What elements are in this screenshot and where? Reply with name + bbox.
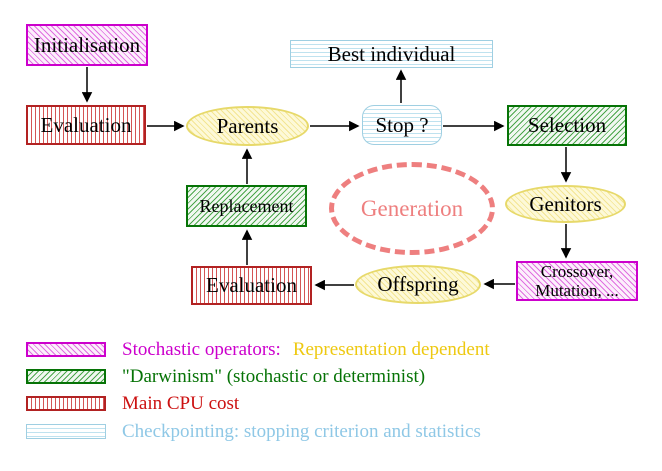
node-crossover-mutation: Crossover, Mutation, ... [516, 261, 638, 301]
evaluation-top-label: Evaluation [40, 112, 132, 137]
evaluation-bottom-label: Evaluation [206, 273, 297, 297]
legend-row-checkpointing: Checkpointing: stopping criterion and st… [26, 420, 490, 442]
best-individual-label: Best individual [327, 41, 456, 66]
offspring-label: Offspring [377, 272, 459, 296]
node-genitors: Genitors [505, 185, 626, 223]
node-stop: Stop ? [362, 105, 442, 145]
legend: Stochastic operators: Representation dep… [26, 338, 490, 449]
generation-label: Generation [360, 195, 464, 221]
node-best-individual: Best individual [290, 40, 493, 68]
node-initialisation: Initialisation [26, 24, 148, 66]
legend-swatch-cyan-stripes-icon [26, 424, 106, 439]
node-offspring: Offspring [355, 265, 481, 304]
node-evaluation-bottom: Evaluation [191, 266, 312, 305]
legend-swatch-red-stripes-icon [26, 396, 106, 411]
parents-label: Parents [216, 113, 279, 138]
selection-label: Selection [527, 113, 607, 137]
crossover-label-line2: Mutation, ... [535, 281, 619, 300]
genitors-label: Genitors [529, 191, 602, 216]
legend-cpu-cost-label: Main CPU cost [122, 392, 240, 414]
legend-row-stochastic: Stochastic operators: Representation dep… [26, 338, 490, 360]
legend-stochastic-label: Stochastic operators: [122, 338, 281, 360]
legend-row-cpu-cost: Main CPU cost [26, 392, 490, 414]
crossover-label-line1: Crossover, [540, 262, 614, 281]
initialisation-label: Initialisation [33, 32, 141, 57]
legend-swatch-green-hatch-icon [26, 369, 106, 384]
legend-row-darwinism: "Darwinism" (stochastic or determinist) [26, 365, 490, 387]
stop-label: Stop ? [375, 112, 429, 137]
legend-representation-label: Representation dependent [292, 338, 490, 360]
legend-checkpointing-label: Checkpointing: stopping criterion and st… [122, 420, 481, 442]
replacement-label: Replacement [199, 195, 294, 216]
node-parents: Parents [186, 106, 309, 146]
node-replacement: Replacement [186, 185, 307, 227]
legend-darwinism-label: "Darwinism" (stochastic or determinist) [122, 365, 426, 387]
node-evaluation-top: Evaluation [26, 105, 146, 145]
legend-swatch-magenta-hatch-icon [26, 342, 106, 357]
node-selection: Selection [507, 105, 627, 146]
node-generation: Generation [329, 162, 495, 255]
